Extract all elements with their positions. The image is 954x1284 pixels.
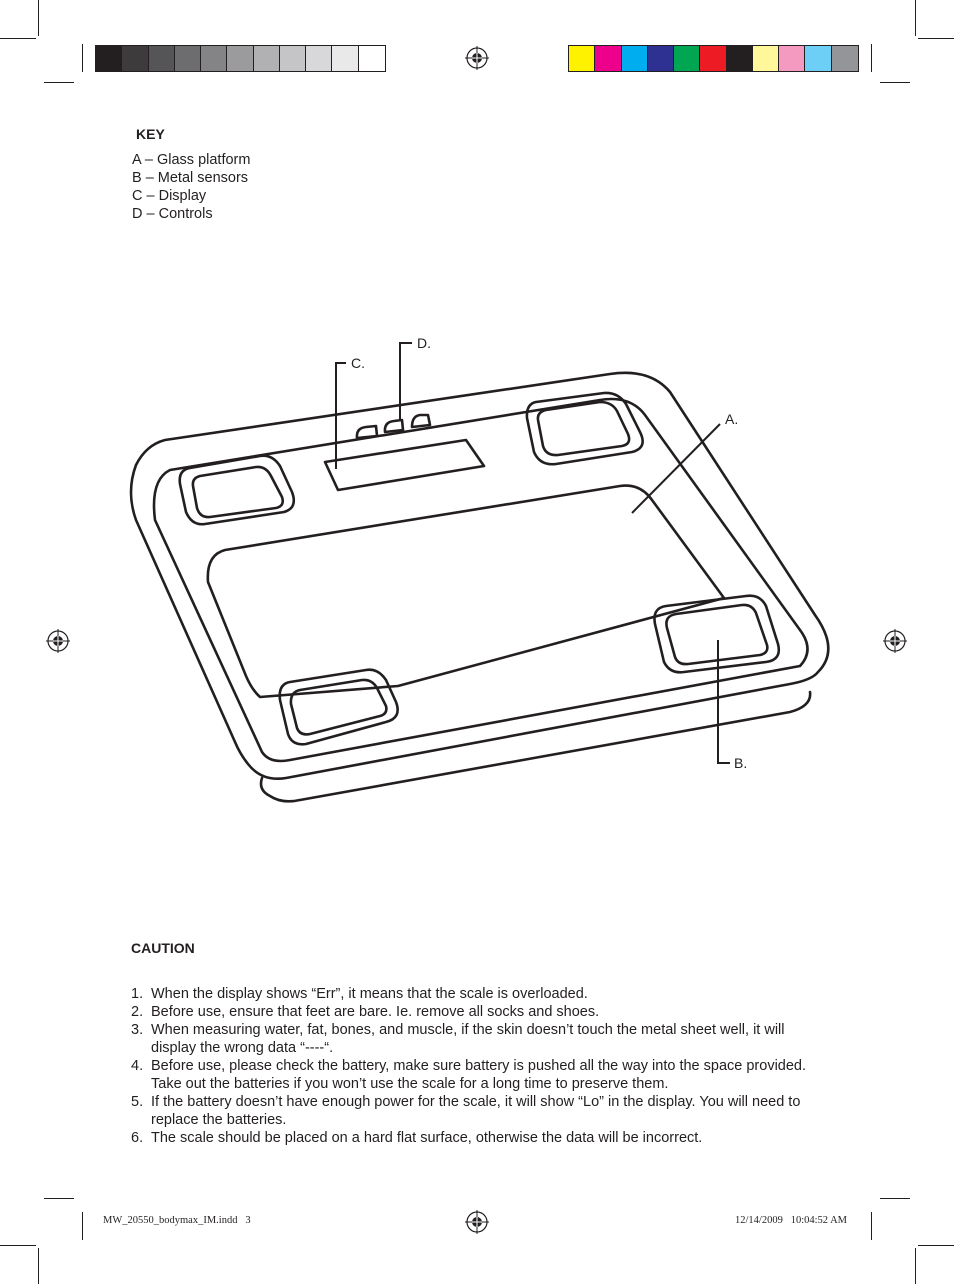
scale-inner-rim bbox=[152, 397, 809, 763]
caution-list: 1.When the display shows “Err”, it means… bbox=[131, 985, 831, 1147]
leader-line-c bbox=[335, 362, 346, 469]
metal-sensor-bottom-left bbox=[278, 668, 399, 746]
key-item-b: B – Metal sensors bbox=[132, 170, 249, 186]
caution-item: 6.The scale should be placed on a hard f… bbox=[131, 1130, 703, 1146]
metal-sensor-bottom-right bbox=[653, 594, 781, 674]
gray-swatch bbox=[358, 46, 385, 71]
registration-mark-icon bbox=[465, 1210, 489, 1234]
label-b: B. bbox=[734, 755, 748, 771]
gray-swatch bbox=[174, 46, 202, 71]
gray-swatch bbox=[306, 46, 333, 71]
gray-swatch bbox=[253, 46, 280, 71]
gray-swatch bbox=[227, 46, 254, 71]
gray-swatch bbox=[201, 46, 228, 71]
grayscale-calibration-bar bbox=[95, 45, 386, 72]
registration-mark-icon bbox=[883, 629, 907, 653]
gray-swatch bbox=[148, 46, 175, 71]
glass-platform bbox=[206, 484, 726, 699]
control-button bbox=[383, 418, 405, 434]
color-swatch bbox=[779, 46, 806, 71]
caution-item: 4.Before use, please check the battery, … bbox=[131, 1058, 807, 1092]
label-c: C. bbox=[351, 355, 365, 371]
control-button bbox=[410, 413, 432, 429]
color-swatch bbox=[831, 46, 858, 71]
scale-outer-edge bbox=[129, 371, 830, 780]
key-list: A – Glass platform B – Metal sensors C –… bbox=[132, 151, 250, 223]
metal-sensor-top-right bbox=[525, 391, 644, 466]
key-item-a: A – Glass platform bbox=[132, 152, 251, 168]
color-calibration-bar bbox=[568, 45, 859, 72]
key-item-d: D – Controls bbox=[132, 206, 213, 222]
key-item-c: C – Display bbox=[132, 188, 207, 204]
caution-item: 2.Before use, ensure that feet are bare.… bbox=[131, 1004, 600, 1020]
scale-diagram bbox=[129, 342, 830, 803]
caution-item: 5.If the battery doesn’t have enough pow… bbox=[131, 1094, 801, 1128]
color-swatch bbox=[726, 46, 753, 71]
display-window bbox=[323, 438, 486, 492]
metal-sensor-top-left bbox=[178, 454, 296, 526]
control-button bbox=[355, 424, 379, 440]
footer-filename: MW_20550_bodymax_IM.indd 3 bbox=[103, 1215, 251, 1226]
key-heading: KEY bbox=[136, 126, 165, 142]
color-swatch bbox=[621, 46, 648, 71]
color-swatch bbox=[752, 46, 780, 71]
caution-item: 1.When the display shows “Err”, it means… bbox=[131, 986, 588, 1002]
leader-line-a bbox=[631, 423, 721, 514]
footer-timestamp: 12/14/2009 10:04:52 AM bbox=[735, 1215, 848, 1226]
gray-swatch bbox=[332, 46, 359, 71]
color-swatch bbox=[647, 46, 675, 71]
registration-mark-icon bbox=[46, 629, 70, 653]
color-swatch bbox=[569, 46, 596, 71]
gray-swatch bbox=[122, 46, 149, 71]
color-swatch bbox=[674, 46, 701, 71]
color-swatch bbox=[805, 46, 832, 71]
gray-swatch bbox=[96, 46, 123, 71]
registration-mark-icon bbox=[465, 46, 489, 70]
color-swatch bbox=[700, 46, 727, 71]
caution-item: 3.When measuring water, fat, bones, and … bbox=[131, 1022, 785, 1056]
leader-line-d bbox=[399, 342, 412, 420]
caution-heading: CAUTION bbox=[131, 940, 195, 956]
label-a: A. bbox=[725, 411, 739, 427]
label-d: D. bbox=[417, 335, 431, 351]
leader-line-b bbox=[717, 640, 730, 764]
color-swatch bbox=[595, 46, 622, 71]
gray-swatch bbox=[279, 46, 307, 71]
scale-base bbox=[259, 690, 812, 803]
